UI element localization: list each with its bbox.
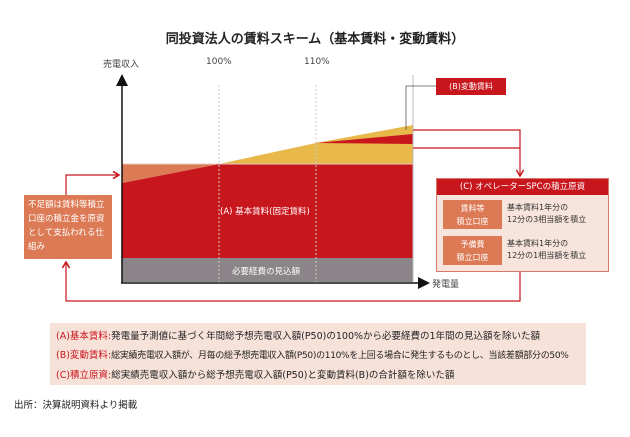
legend-key: (A)基本賃料:	[56, 331, 112, 342]
legend-row: (C)積立原資:総実績売電収入額から総予想売電収入額(P50)と変動賃料(B)の…	[56, 366, 586, 385]
desc-line: 12分の1相当額を積立	[507, 251, 587, 260]
account-name: 予備費	[460, 240, 485, 249]
desc-line: 12分の3相当額を積立	[507, 215, 587, 224]
desc-line: 基本賃料1年分の	[507, 203, 569, 212]
account-name: 賃料等	[460, 204, 485, 213]
reserve-source-title: (C) オペレーターSPCの積立原資	[437, 179, 608, 195]
legend-text: 総実績売電収入額が、月毎の総予想売電収入額(P50)の110%を上回る場合に発生…	[111, 351, 569, 361]
variable-rent-label: (B)変動賃料	[436, 78, 506, 95]
marker-110-label: 110%	[304, 57, 330, 67]
expenses-label: 必要経費の見込額	[232, 267, 301, 277]
diagram-title: 同投資法人の賃料スキーム（基本賃料・変動賃料）	[165, 32, 465, 47]
legend-key: (B)変動賃料:	[56, 350, 112, 361]
account-desc: 基本賃料1年分の 12分の1相当額を積立	[507, 238, 586, 262]
legend-row: (B)変動賃料:総実績売電収入額が、月毎の総予想売電収入額(P50)の110%を…	[56, 346, 586, 366]
x-axis-label: 発電量	[432, 280, 460, 290]
rent-reserve-account: 賃料等 積立口座	[443, 200, 502, 229]
reserve-source-box: (C) オペレーターSPCの積立原資 賃料等 積立口座 基本賃料1年分の 12分…	[436, 178, 609, 272]
variable-rent-area	[316, 134, 413, 144]
legend-row: (A)基本賃料:発電量予測値に基づく年間総予想売電収入額(P50)の100%から…	[56, 327, 586, 346]
legend-box: (A)基本賃料:発電量予測値に基づく年間総予想売電収入額(P50)の100%から…	[50, 323, 586, 385]
y-axis-label: 売電収入	[103, 60, 140, 70]
account-desc: 基本賃料1年分の 12分の3相当額を積立	[507, 202, 586, 226]
contingency-reserve-account: 予備費 積立口座	[443, 236, 502, 265]
legend-text: 発電量予測値に基づく年間総予想売電収入額(P50)の100%から必要経費の1年間…	[111, 331, 541, 342]
desc-line: 基本賃料1年分の	[507, 239, 569, 248]
source-note: 出所：決算説明資料より掲載	[14, 400, 138, 411]
legend-key: (C)積立原資:	[56, 370, 112, 381]
legend-text: 総実績売電収入額から総予想売電収入額(P50)と変動賃料(B)の合計額を除いた額	[111, 370, 455, 381]
account-name: 積立口座	[456, 253, 489, 262]
shortfall-note: 不足額は賃料等積立口座の積立金を原資として支払われる仕組み	[24, 195, 112, 259]
marker-100-label: 100%	[206, 57, 232, 67]
expenses-area	[122, 258, 413, 282]
shortfall-area	[122, 164, 219, 183]
base-rent-label: (A) 基本賃料(固定賃料)	[220, 207, 310, 217]
base-rent-area	[122, 164, 413, 258]
account-name: 積立口座	[456, 217, 489, 226]
reserve-area	[219, 125, 413, 164]
